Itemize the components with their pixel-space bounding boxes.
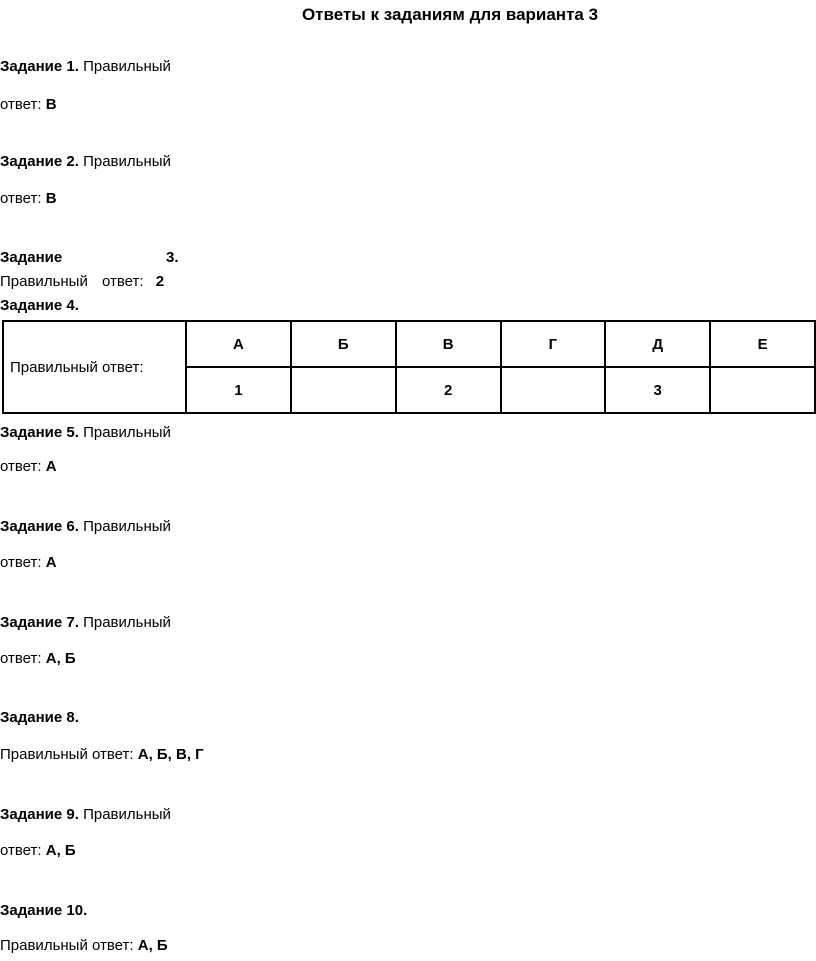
task-3-number: 3. (166, 249, 179, 266)
table-value-cell (499, 366, 607, 414)
task-label: Задание (0, 249, 63, 266)
task-label: Задание 6. (0, 518, 79, 535)
answer-value: В (45, 96, 57, 113)
task-label: Задание 1. (0, 58, 79, 75)
answer-value: 2 (155, 273, 165, 290)
task-pre-text: Правильный (83, 806, 171, 823)
answer-label: ответ: (0, 650, 42, 667)
answer-value: А (45, 458, 57, 475)
answer-label: Правильный ответ: (0, 937, 134, 954)
task-2-answer: ответ: В (0, 190, 57, 207)
task-7-heading: Задание 7. Правильный (0, 614, 171, 631)
task-pre-text: Правильный (83, 424, 171, 441)
task-pre-text: Правильный (83, 58, 171, 75)
task-9-answer: ответ: А, Б (0, 842, 76, 859)
task-8-answer: Правильный ответ: А, Б, В, Г (0, 746, 204, 763)
table-row-values: 1 2 3 (3, 366, 816, 414)
task-label: Задание 9. (0, 806, 79, 823)
task-pre-text: Правильный (83, 614, 171, 631)
task-label: Задание 7. (0, 614, 79, 631)
table-row-header: Правильный ответ: А Б В Г Д Е (2, 320, 816, 414)
task-8-heading: Задание 8. (0, 709, 79, 726)
answer-value: А, Б (137, 937, 168, 954)
task-1-heading: Задание 1. Правильный (0, 58, 171, 75)
task-6-heading: Задание 6. Правильный (0, 518, 171, 535)
answer-label: ответ: (0, 190, 42, 207)
task-10-heading: Задание 10. (0, 902, 88, 919)
table-header-cell: А (185, 320, 292, 368)
table-value-cell (289, 366, 397, 414)
task-label: Задание 5. (0, 424, 79, 441)
task-5-answer: ответ: А (0, 458, 57, 475)
answer-label: ответ: (0, 842, 42, 859)
table-row-label: Правильный ответ: (2, 320, 187, 414)
task-4-answer-table: Правильный ответ: А Б В Г Д Е 1 2 3 (2, 320, 816, 414)
table-value-cell: 1 (185, 366, 292, 414)
answer-label: ответ: (0, 458, 42, 475)
answer-value: А, Б (45, 842, 76, 859)
task-6-answer: ответ: А (0, 554, 57, 571)
answer-label: Правильный ответ: (0, 273, 144, 290)
table-header-cell: Д (604, 320, 712, 368)
table-header-cell: Е (709, 320, 816, 368)
task-4-heading: Задание 4. (0, 297, 79, 314)
answer-label: ответ: (0, 554, 42, 571)
task-label: Задание 2. (0, 153, 79, 170)
answer-value: А, Б, В, Г (137, 746, 204, 763)
page-title: Ответы к заданиям для варианта 3 (301, 5, 599, 24)
task-9-heading: Задание 9. Правильный (0, 806, 171, 823)
answer-value: А, Б (45, 650, 76, 667)
table-header-cell: Б (289, 320, 397, 368)
task-10-answer: Правильный ответ: А, Б (0, 937, 168, 954)
task-3-answer: Правильный ответ: 2 (0, 273, 164, 290)
task-2-heading: Задание 2. Правильный (0, 153, 171, 170)
answer-label: Правильный ответ: (0, 746, 134, 763)
task-1-answer: ответ: В (0, 96, 57, 113)
table-value-cell: 2 (394, 366, 502, 414)
task-3-heading: Задание (0, 249, 62, 266)
answer-value: В (45, 190, 57, 207)
table-header-cell: Г (499, 320, 607, 368)
task-pre-text: Правильный (83, 153, 171, 170)
table-header-cell: В (394, 320, 502, 368)
table-value-cell: 3 (604, 366, 712, 414)
task-pre-text: Правильный (83, 518, 171, 535)
answer-value: А (45, 554, 57, 571)
table-value-cell (709, 366, 816, 414)
answer-label: ответ: (0, 96, 42, 113)
task-7-answer: ответ: А, Б (0, 650, 76, 667)
task-5-heading: Задание 5. Правильный (0, 424, 171, 441)
